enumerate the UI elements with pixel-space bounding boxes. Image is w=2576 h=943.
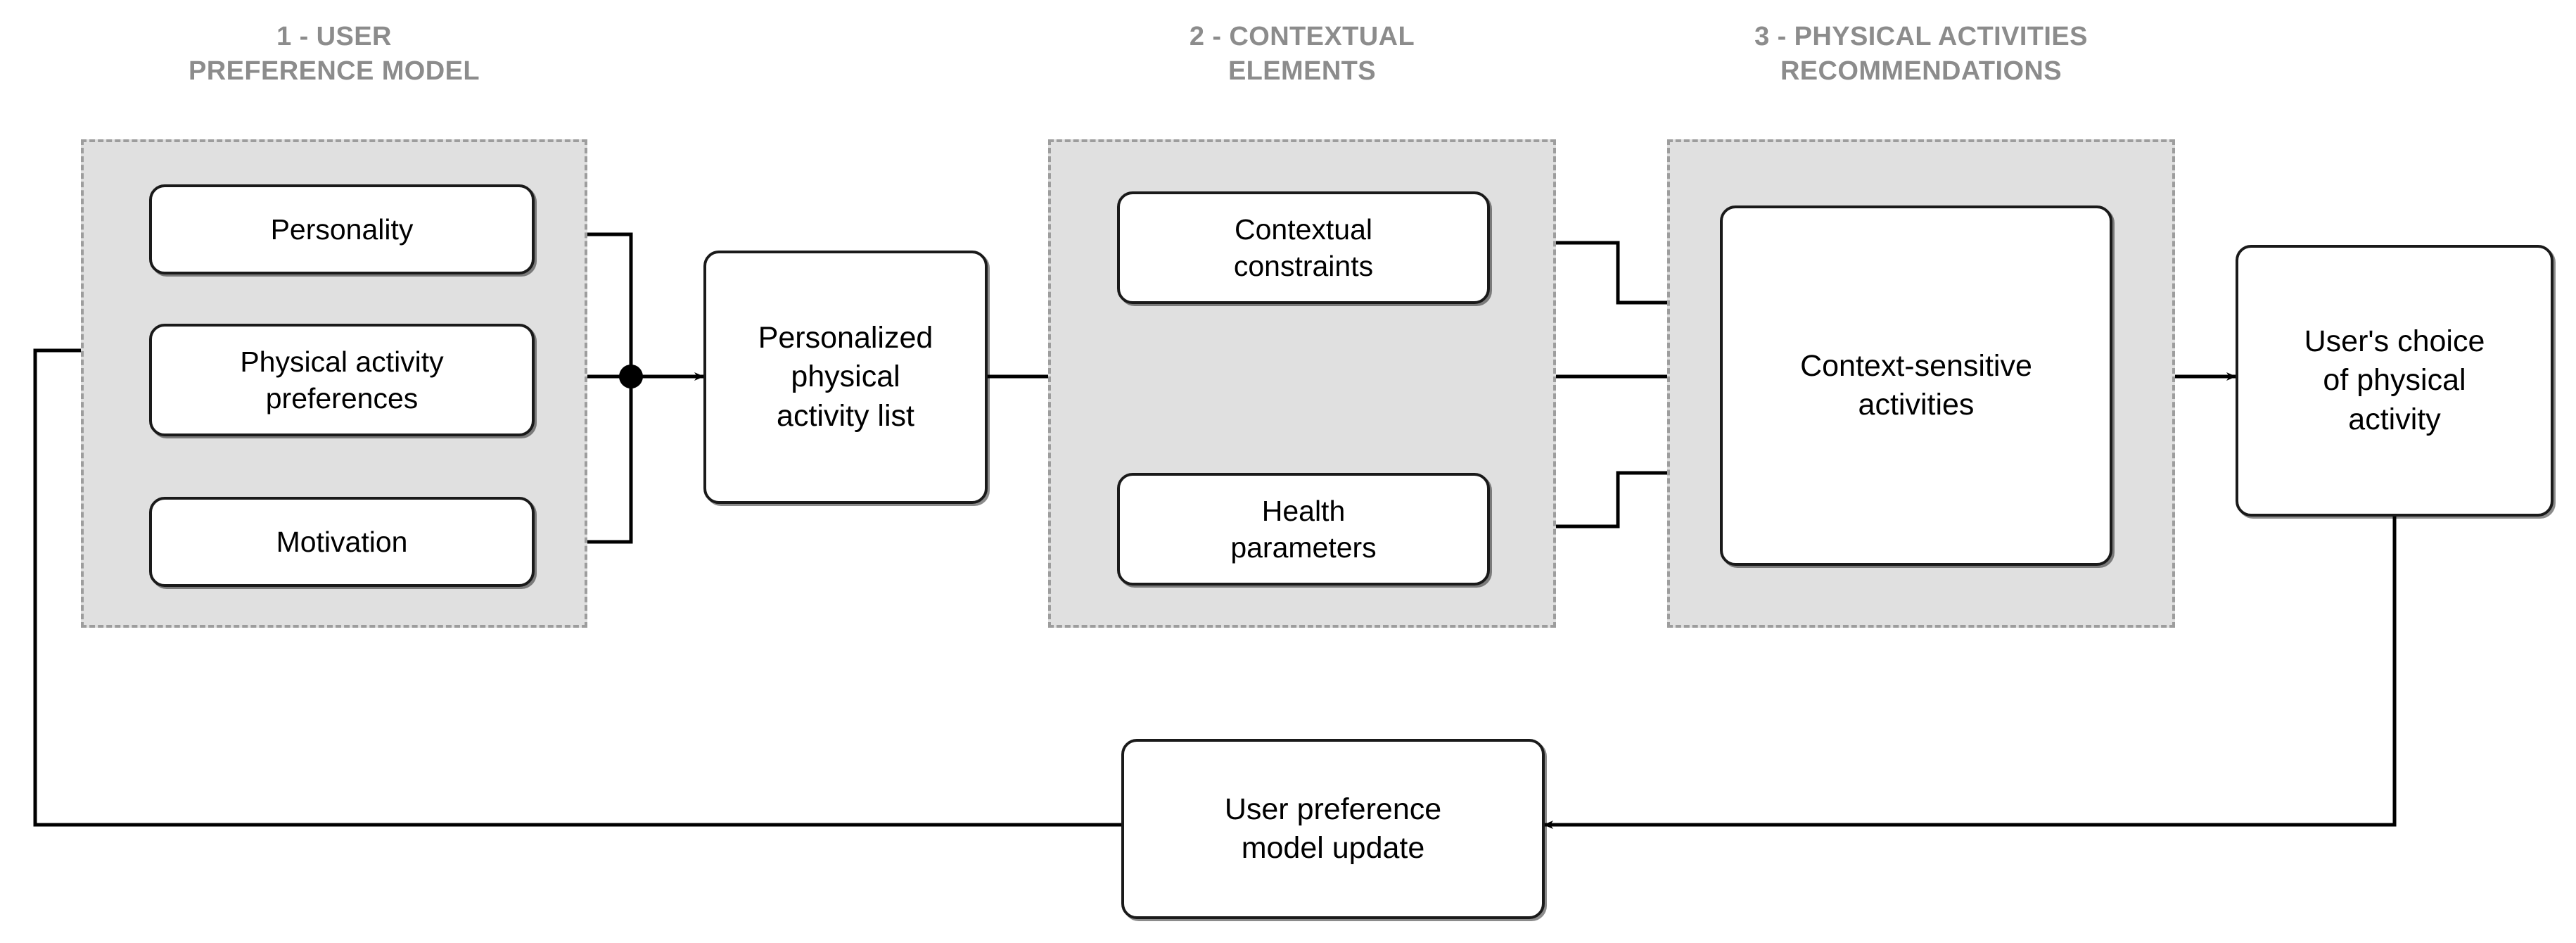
node-personalized-physical-activity-list[interactable]: Personalized physical activity list (703, 251, 988, 504)
node-user-preference-model-update[interactable]: User preference model update (1121, 739, 1545, 919)
node-health-parameters[interactable]: Health parameters (1117, 473, 1490, 586)
node-motivation[interactable]: Motivation (149, 497, 535, 587)
node-physical-activity-preferences[interactable]: Physical activity preferences (149, 324, 535, 436)
group-title-contextual-elements: 2 - CONTEXTUAL ELEMENTS (1189, 22, 1415, 86)
group-title-physical-activities-recommendations: 3 - PHYSICAL ACTIVITIES RECOMMENDATIONS (1754, 22, 2088, 86)
group-title-user-preference-model: 1 - USER PREFERENCE MODEL (189, 22, 480, 86)
node-users-choice-of-physical-activity[interactable]: User's choice of physical activity (2236, 245, 2553, 517)
node-contextual-constraints[interactable]: Contextual constraints (1117, 191, 1490, 304)
edge-users-choice-to-model-update (1543, 516, 2397, 829)
node-context-sensitive-activities[interactable]: Context-sensitive activities (1720, 205, 2112, 566)
edge-junction-dot (619, 365, 643, 388)
node-personality[interactable]: Personality (149, 184, 535, 274)
